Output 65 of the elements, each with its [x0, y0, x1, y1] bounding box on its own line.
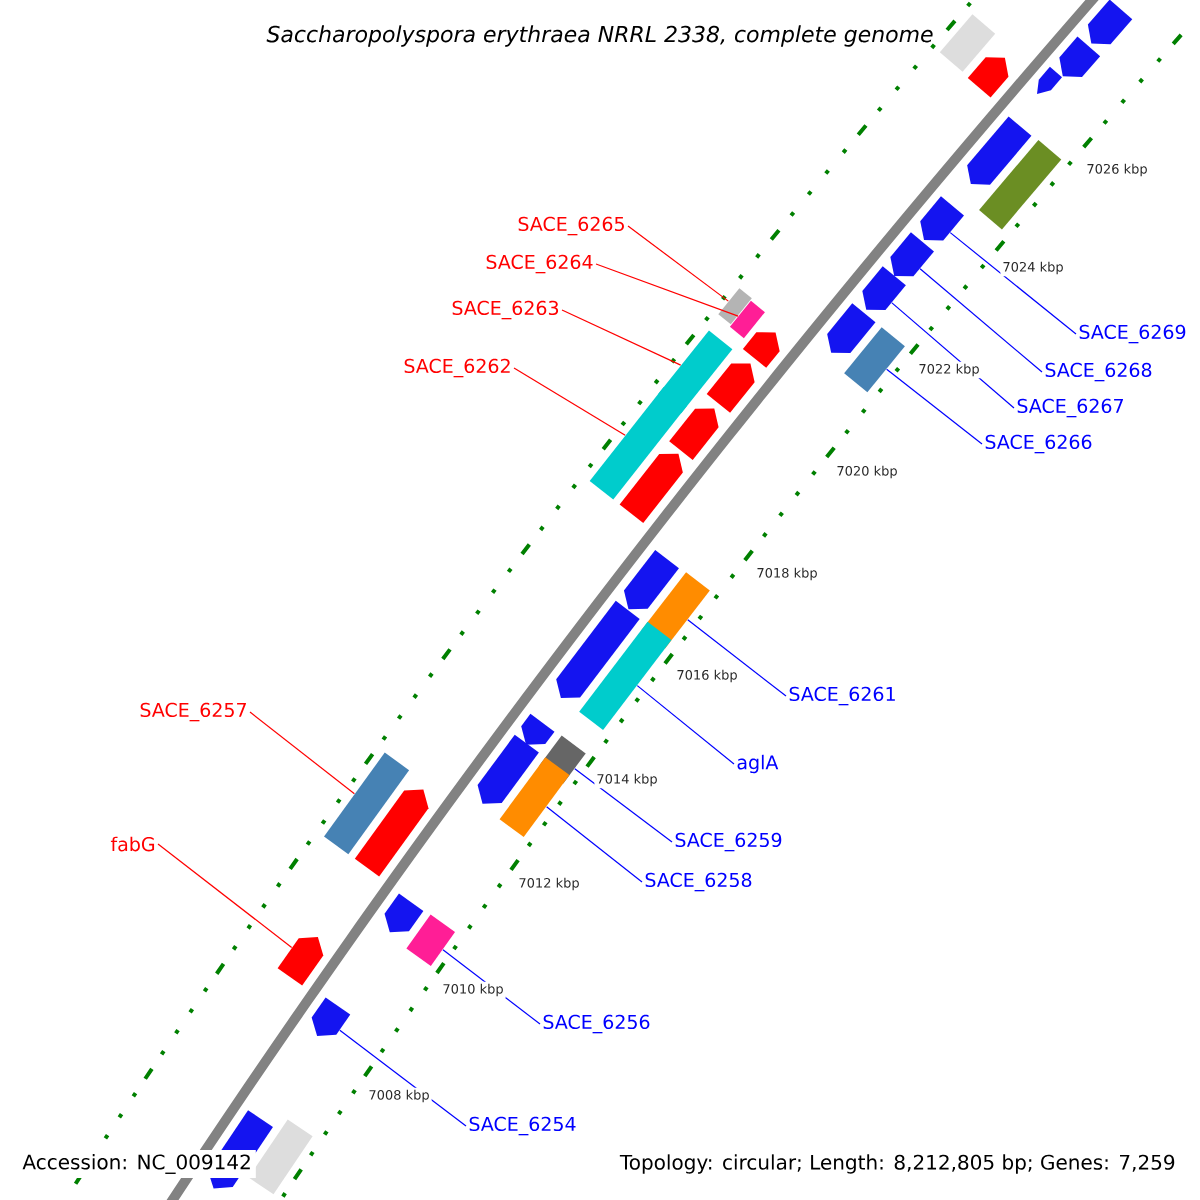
info-text: Accession: NC_009142	[18, 1150, 256, 1178]
gene-feature	[967, 116, 1032, 185]
leader-line	[595, 263, 739, 317]
gene-feature	[979, 140, 1062, 230]
gene-feature	[706, 363, 755, 413]
gene-feature	[729, 300, 765, 339]
leader-line	[157, 843, 293, 949]
gene-feature	[324, 752, 410, 855]
gene-feature	[890, 232, 934, 277]
leader-line	[636, 685, 735, 765]
leader-line	[627, 225, 729, 302]
gene-feature	[556, 600, 640, 698]
gene-label: fabG	[110, 836, 155, 852]
leader-line	[886, 368, 983, 445]
info-text: Topology: circular; Length: 8,212,805 bp; Genes: 7,259	[615, 1150, 1180, 1178]
gene-label: SACE_6269	[1079, 324, 1186, 344]
leader-line	[574, 768, 673, 843]
title: Saccharopolyspora erythraea NRRL 2338, complete genome	[266, 25, 933, 47]
gene-feature	[521, 713, 555, 745]
gene-label: SACE_6256	[543, 1014, 650, 1034]
gene-label: SACE_6263	[452, 300, 559, 320]
gene-label: SACE_6258	[645, 872, 752, 892]
gene-label: SACE_6266	[985, 434, 1092, 454]
gene-label: SACE_6267	[1017, 398, 1123, 418]
gene-feature	[920, 196, 964, 241]
gene-feature	[939, 14, 996, 72]
gene-feature	[477, 734, 539, 804]
leader-line	[687, 619, 787, 697]
gene-label: SACE_6262	[404, 358, 510, 378]
gene-label: SACE_6268	[1045, 362, 1152, 382]
leader-line	[513, 367, 626, 436]
gene-feature	[277, 936, 324, 986]
gene-feature	[623, 549, 679, 610]
leader-line	[249, 711, 355, 795]
gene-feature	[967, 57, 1009, 98]
gene-feature	[718, 288, 752, 325]
gene-feature	[589, 386, 688, 500]
gene-feature	[579, 621, 672, 730]
leader-line	[546, 806, 643, 883]
gene-feature	[406, 914, 456, 966]
gene-feature	[1037, 66, 1063, 95]
gene-feature	[619, 453, 683, 523]
gene-feature	[311, 997, 351, 1036]
gene-label: SACE_6257	[140, 702, 246, 722]
gene-feature	[1059, 36, 1101, 78]
gene-feature	[742, 332, 780, 368]
gene-label: SACE_6259	[675, 832, 782, 852]
gene-label: SACE_6254	[469, 1116, 576, 1136]
leader-line	[339, 1029, 467, 1127]
gene-feature	[669, 408, 719, 460]
gene-feature	[827, 303, 876, 353]
leader-line	[561, 309, 682, 366]
gene-label: aglA	[737, 754, 779, 774]
gene-feature	[354, 789, 429, 877]
gene-label: SACE_6265	[518, 216, 624, 236]
gene-label: SACE_6261	[789, 686, 895, 706]
leader-line	[949, 232, 1077, 335]
gene-feature	[862, 266, 906, 311]
gene-feature	[384, 893, 424, 933]
gene-feature	[1087, 0, 1133, 45]
gene-feature	[248, 1119, 313, 1195]
leader-line	[919, 268, 1043, 373]
gene-feature	[844, 327, 905, 393]
gene-label: SACE_6264	[486, 254, 593, 274]
gene-feature	[499, 757, 570, 838]
